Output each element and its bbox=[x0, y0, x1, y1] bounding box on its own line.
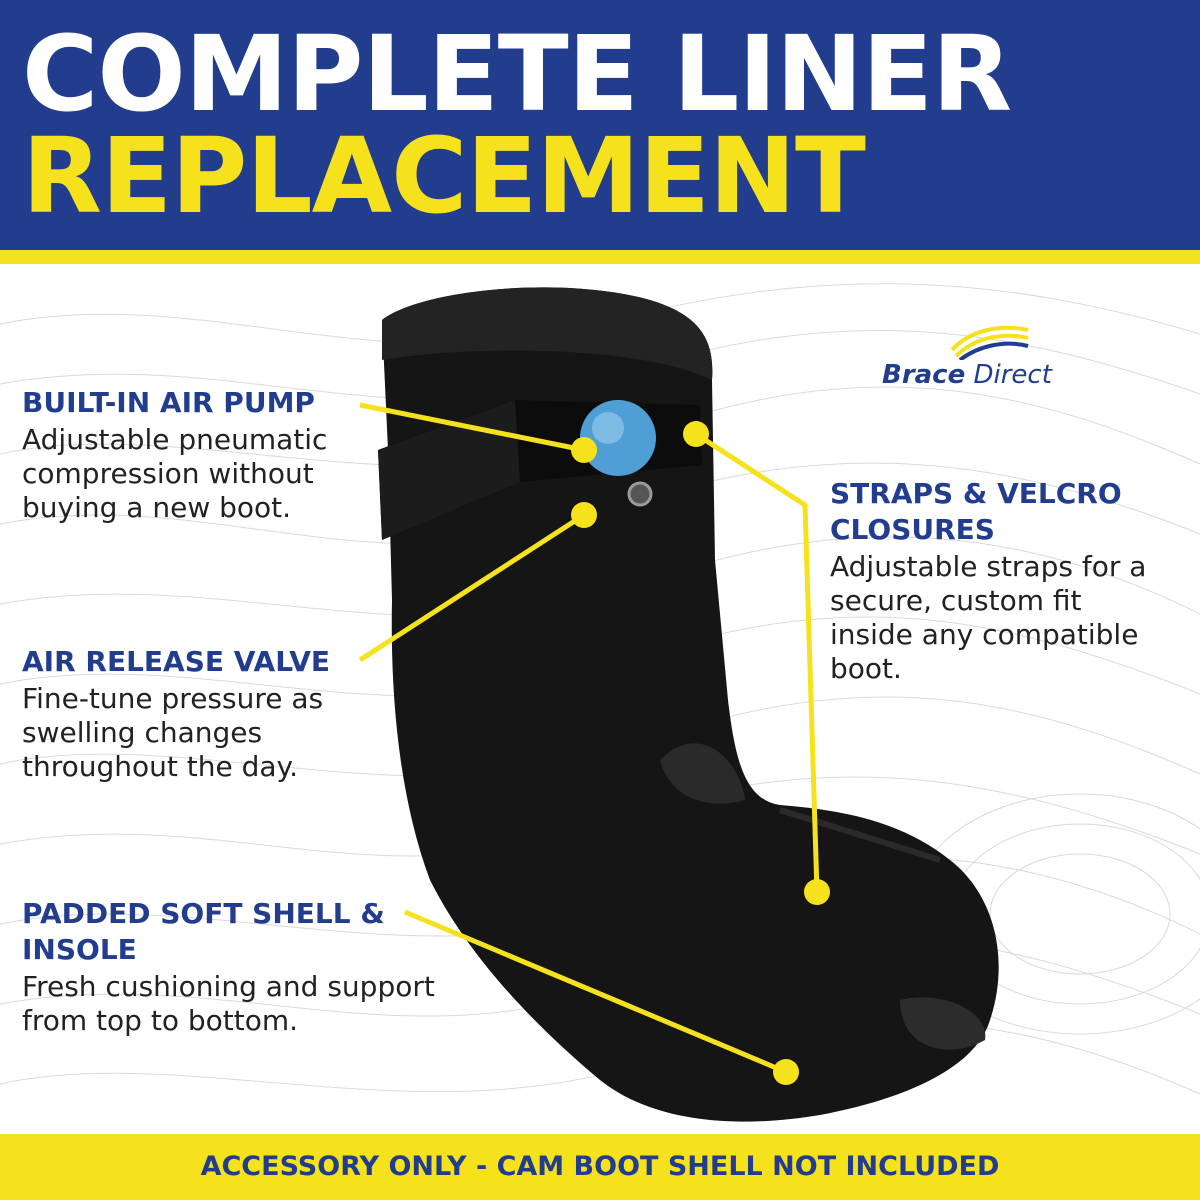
feature-description: Fresh cushioning and support from top to… bbox=[22, 970, 435, 1037]
feature-title: STRAPS & VELCRO CLOSURES bbox=[830, 477, 1122, 546]
feature-description: Adjustable straps for a secure, custom f… bbox=[830, 550, 1147, 685]
feature-description: Fine-tune pressure as swelling changes t… bbox=[22, 682, 324, 783]
feature-title: PADDED SOFT SHELL & INSOLE bbox=[22, 897, 385, 966]
footer-disclaimer: ACCESSORY ONLY - CAM BOOT SHELL NOT INCL… bbox=[200, 1151, 1000, 1182]
feature-air-pump: BUILT-IN AIR PUMP Adjustable pneumatic c… bbox=[22, 385, 382, 525]
brand-logo: Brace Direct bbox=[880, 320, 1110, 400]
header-divider bbox=[0, 250, 1200, 264]
feature-soft-shell: PADDED SOFT SHELL & INSOLE Fresh cushion… bbox=[22, 896, 502, 1038]
feature-title: BUILT-IN AIR PUMP bbox=[22, 386, 315, 419]
feature-straps: STRAPS & VELCRO CLOSURES Adjustable stra… bbox=[830, 476, 1160, 686]
brand-name-part1: Brace bbox=[882, 360, 966, 390]
brand-name-part2: Direct bbox=[973, 360, 1052, 390]
feature-title: AIR RELEASE VALVE bbox=[22, 645, 330, 678]
footer-banner: ACCESSORY ONLY - CAM BOOT SHELL NOT INCL… bbox=[0, 1134, 1200, 1200]
feature-release-valve: AIR RELEASE VALVE Fine-tune pressure as … bbox=[22, 644, 382, 784]
headline-line-1: COMPLETE LINER bbox=[22, 13, 1012, 135]
feature-description: Adjustable pneumatic compression without… bbox=[22, 423, 328, 524]
header-banner: COMPLETE LINER REPLACEMENT bbox=[0, 0, 1200, 250]
headline-line-2: REPLACEMENT bbox=[22, 115, 866, 237]
swoosh-icon bbox=[950, 325, 1029, 360]
